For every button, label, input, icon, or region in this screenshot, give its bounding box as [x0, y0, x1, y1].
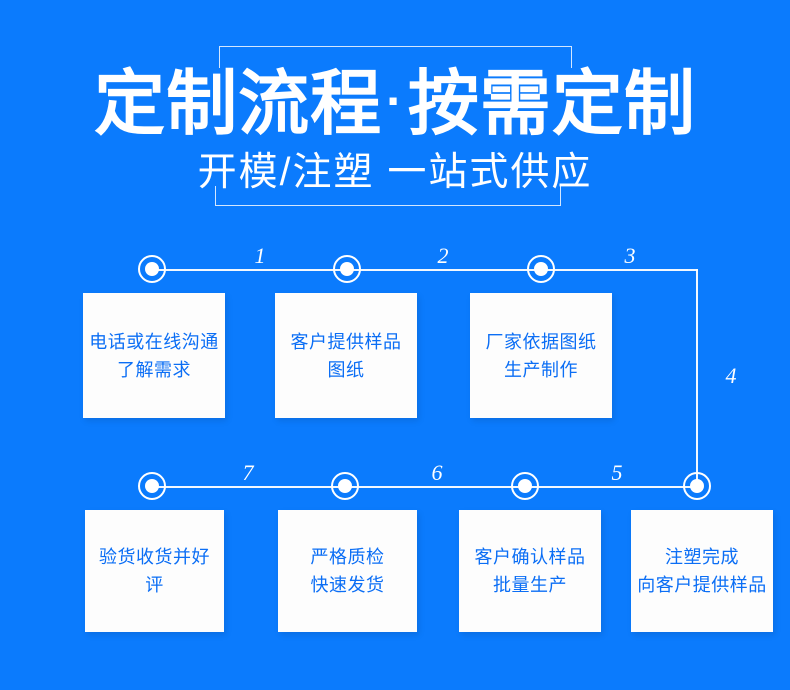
card-step6[interactable]: 严格质检 快速发货 [278, 510, 417, 632]
page-title-part1: 定制流程 [94, 65, 383, 144]
node-dot-step5[interactable] [511, 472, 539, 500]
node-dot-step7[interactable] [138, 472, 166, 500]
bracket-top-decoration [219, 46, 572, 68]
header-banner: 定制流程·按需定制 开模/注塑 一站式供应 [0, 0, 790, 230]
step-number-7: 7 [242, 460, 254, 485]
card-step7-label: 验货收货并好评 [99, 547, 210, 595]
card-step4-label: 注塑完成 向客户提供样品 [637, 547, 767, 595]
step-number-4: 4 [725, 363, 737, 388]
card-step3-label: 厂家依据图纸 生产制作 [485, 331, 597, 380]
node-dot-step4[interactable] [683, 472, 711, 500]
node-dot-step6[interactable] [331, 472, 359, 500]
node-dot-step2[interactable] [333, 255, 361, 283]
card-step5[interactable]: 客户确认样品 批量生产 [459, 510, 601, 632]
card-step1-label: 电话或在线沟通 了解需求 [89, 331, 219, 380]
card-step7[interactable]: 验货收货并好评 [85, 510, 224, 632]
rail-row2-horizontal [152, 486, 698, 488]
node-dot-step1[interactable] [138, 255, 166, 283]
card-step1[interactable]: 电话或在线沟通 了解需求 [83, 293, 225, 418]
rail-row1-horizontal [152, 269, 698, 271]
card-step5-label: 客户确认样品 批量生产 [474, 547, 586, 595]
step-number-1: 1 [254, 243, 266, 268]
page-title-part2: 按需定制 [407, 65, 696, 144]
step-number-6: 6 [431, 460, 443, 485]
card-step6-label: 严格质检 快速发货 [310, 547, 385, 595]
page-title-separator: · [386, 73, 404, 129]
page-subtitle: 开模/注塑 一站式供应 [197, 151, 593, 194]
page-title: 定制流程·按需定制 [0, 62, 790, 144]
card-step2-label: 客户提供样品 图纸 [290, 331, 402, 380]
node-dot-step3[interactable] [527, 255, 555, 283]
step-number-2: 2 [437, 243, 449, 268]
card-step3[interactable]: 厂家依据图纸 生产制作 [470, 293, 612, 418]
bracket-bottom-decoration [215, 186, 561, 206]
card-step2[interactable]: 客户提供样品 图纸 [275, 293, 417, 418]
step-number-3: 3 [624, 243, 636, 268]
step-number-5: 5 [611, 460, 623, 485]
rail-right-vertical [696, 269, 698, 488]
card-step4[interactable]: 注塑完成 向客户提供样品 [631, 510, 773, 632]
